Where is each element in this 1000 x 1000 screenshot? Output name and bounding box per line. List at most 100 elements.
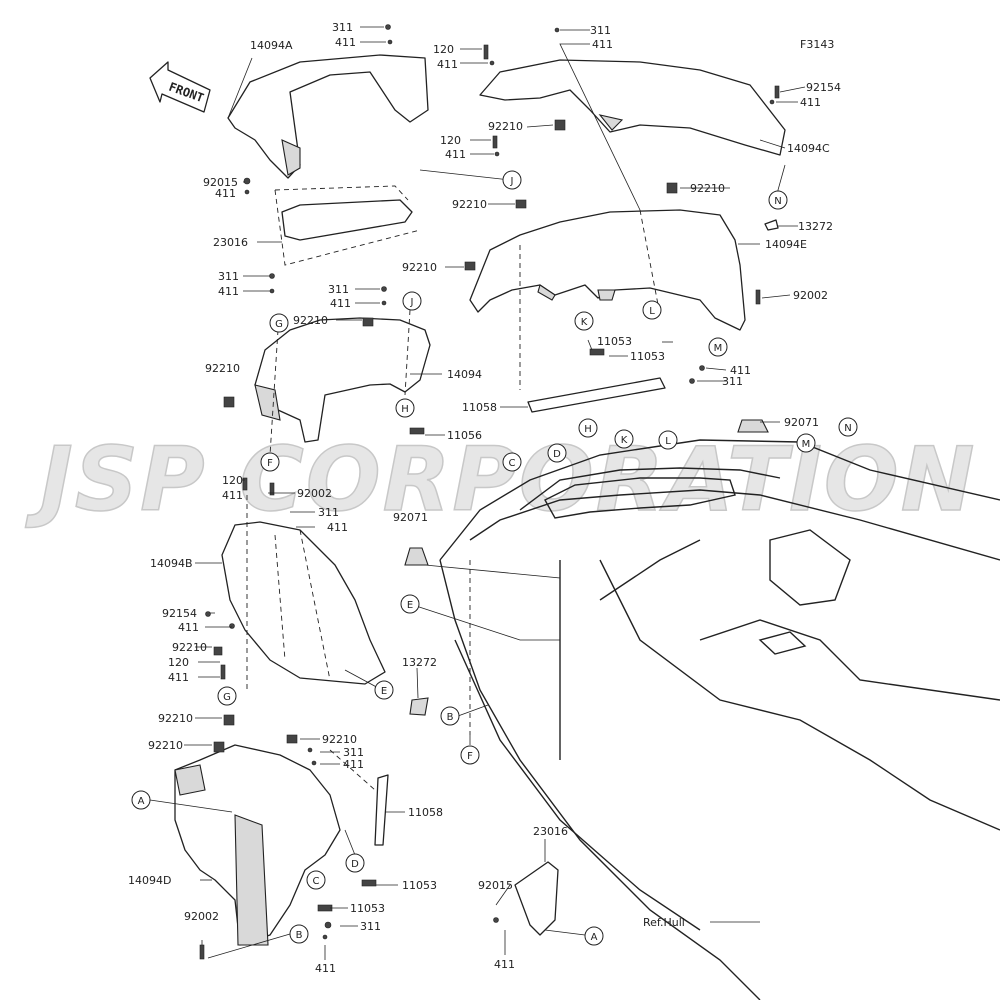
label-13272: 13272	[798, 220, 833, 233]
label-311: 311	[328, 283, 349, 296]
callout-G: G	[223, 692, 231, 703]
label-411: 411	[222, 489, 243, 502]
callout-F: F	[467, 751, 473, 762]
callout-F: F	[267, 458, 273, 469]
label-92210: 92210	[402, 261, 437, 274]
part-92071-lower	[404, 547, 429, 566]
leader-lines	[149, 26, 806, 960]
label-92210: 92210	[690, 182, 725, 195]
callout-M: M	[714, 343, 723, 354]
callout-M: M	[802, 439, 811, 450]
diagram-code: F3143	[800, 38, 834, 51]
label-92071: 92071	[393, 511, 428, 524]
part-11058-upper	[527, 377, 666, 413]
callout-D: D	[553, 449, 561, 460]
label-311: 311	[343, 746, 364, 759]
label-92002: 92002	[184, 910, 219, 923]
label-120: 120	[222, 474, 243, 487]
ref-hull-label: Ref.Hull	[643, 916, 685, 929]
callout-A: A	[591, 932, 598, 943]
label-311: 311	[218, 270, 239, 283]
label-411: 411	[445, 148, 466, 161]
label-23016: 23016	[533, 825, 568, 838]
label-11056: 11056	[447, 429, 482, 442]
label-13272: 13272	[402, 656, 437, 669]
part-11058-lower	[374, 774, 389, 846]
callout-markers: J N K L M G J H F C D H K L M N E E B F …	[131, 170, 858, 946]
label-411: 411	[315, 962, 336, 975]
part-14094C	[479, 59, 786, 156]
part-92071-upper	[737, 419, 769, 433]
label-411: 411	[330, 297, 351, 310]
callout-N: N	[844, 423, 851, 434]
callout-N: N	[774, 196, 781, 207]
label-311: 311	[360, 920, 381, 933]
label-11053: 11053	[597, 335, 632, 348]
label-11053: 11053	[350, 902, 385, 915]
callout-H: H	[401, 404, 409, 415]
label-23016: 23016	[213, 236, 248, 249]
part-14094A	[227, 54, 429, 179]
label-14094D: 14094D	[128, 874, 171, 887]
label-411: 411	[494, 958, 515, 971]
callout-D: D	[351, 859, 359, 870]
label-120: 120	[440, 134, 461, 147]
label-11058: 11058	[408, 806, 443, 819]
watermark-text: JSP CORPORATION	[25, 428, 976, 531]
label-411: 411	[437, 58, 458, 71]
label-14094C: 14094C	[787, 142, 830, 155]
label-92154: 92154	[162, 607, 197, 620]
callout-E: E	[407, 600, 413, 611]
label-311: 311	[722, 375, 743, 388]
label-14094E: 14094E	[765, 238, 807, 251]
callout-C: C	[313, 876, 320, 887]
label-411: 411	[800, 96, 821, 109]
label-11053: 11053	[630, 350, 665, 363]
label-120: 120	[433, 43, 454, 56]
part-number-labels: 311 411 14094A 120 411 311 411 92154 411…	[128, 21, 841, 975]
label-411: 411	[327, 521, 348, 534]
callout-G: G	[275, 319, 283, 330]
label-92015: 92015	[478, 879, 513, 892]
callout-B: B	[447, 712, 454, 723]
reference-hull	[439, 439, 1000, 1000]
callout-K: K	[581, 317, 588, 328]
label-14094A: 14094A	[250, 39, 293, 52]
label-92210: 92210	[172, 641, 207, 654]
label-120: 120	[168, 656, 189, 669]
label-92210: 92210	[452, 198, 487, 211]
label-311: 311	[332, 21, 353, 34]
part-23016-upper	[274, 185, 421, 266]
label-411: 411	[218, 285, 239, 298]
label-11058: 11058	[462, 401, 497, 414]
label-411: 411	[215, 187, 236, 200]
label-411: 411	[168, 671, 189, 684]
part-13272	[409, 697, 429, 716]
label-92210: 92210	[158, 712, 193, 725]
label-411: 411	[592, 38, 613, 51]
label-92071: 92071	[784, 416, 819, 429]
label-14094: 14094	[447, 368, 482, 381]
part-14094B	[221, 521, 386, 685]
label-411: 411	[730, 364, 751, 377]
callout-J: J	[510, 176, 514, 187]
label-92210: 92210	[148, 739, 183, 752]
label-92210: 92210	[322, 733, 357, 746]
callout-B: B	[296, 930, 303, 941]
label-14094B: 14094B	[150, 557, 193, 570]
label-92002: 92002	[793, 289, 828, 302]
label-411: 411	[343, 758, 364, 771]
label-11053: 11053	[402, 879, 437, 892]
callout-J: J	[410, 297, 414, 308]
label-311: 311	[318, 506, 339, 519]
label-411: 411	[335, 36, 356, 49]
label-311: 311	[590, 24, 611, 37]
label-411: 411	[178, 621, 199, 634]
callout-C: C	[509, 458, 516, 469]
label-92210: 92210	[205, 362, 240, 375]
callout-E: E	[381, 686, 387, 697]
part-23016-lower	[514, 861, 559, 936]
label-92002: 92002	[297, 487, 332, 500]
callout-L: L	[649, 306, 655, 317]
